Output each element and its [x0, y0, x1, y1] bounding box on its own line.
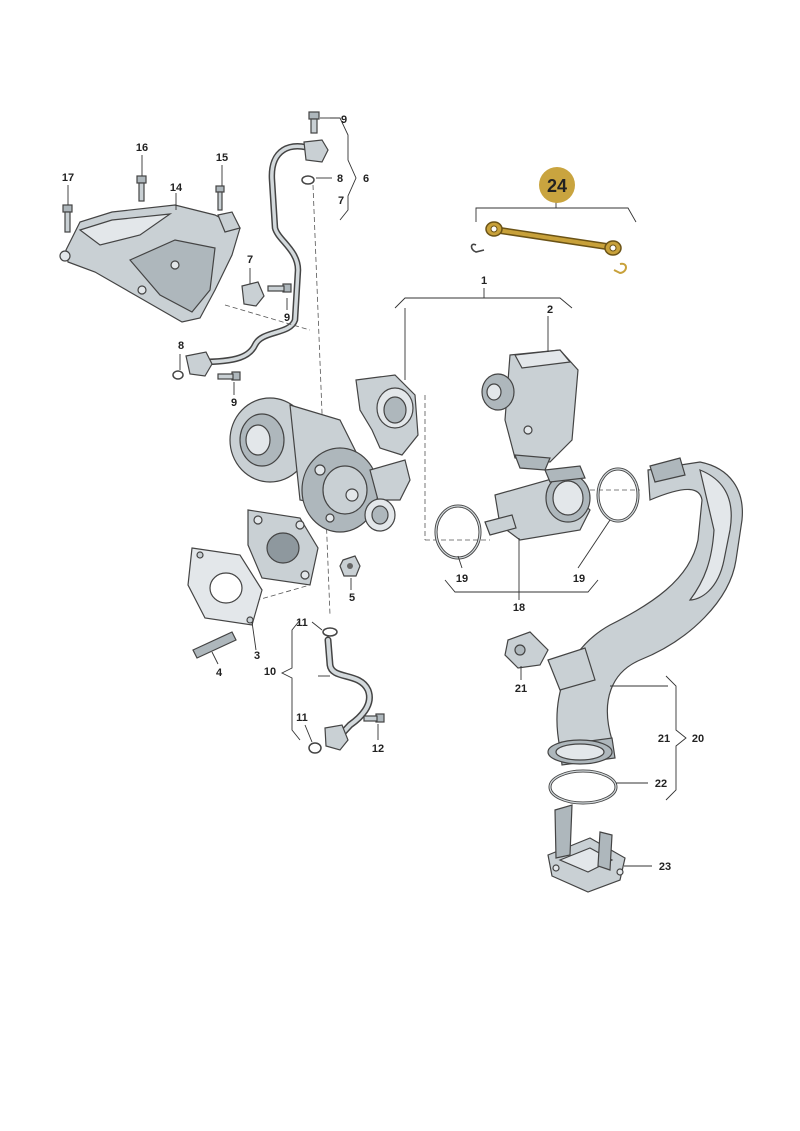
seal-8-top[interactable]: [301, 175, 315, 185]
bolt-15[interactable]: [215, 185, 225, 211]
leader-lines: [67, 117, 687, 867]
label-20: 20: [692, 733, 704, 745]
label-5: 5: [349, 592, 355, 604]
label-21-sensor: 21: [515, 683, 527, 695]
label-11-top: 11: [296, 617, 308, 629]
boost-actuator[interactable]: [481, 349, 579, 471]
heat-shield[interactable]: [59, 204, 241, 323]
label-19-right: 19: [573, 573, 585, 585]
bracket-23[interactable]: [547, 804, 626, 893]
bolt-9-clamp[interactable]: [267, 283, 292, 293]
sensor-21[interactable]: [504, 631, 549, 669]
label-22: 22: [655, 778, 667, 790]
label-16: 16: [136, 142, 148, 154]
label-18: 18: [513, 602, 525, 614]
o-ring-19-right[interactable]: [596, 467, 640, 523]
bolt-16[interactable]: [136, 175, 147, 202]
clamp-7[interactable]: [241, 281, 265, 307]
bolt-17[interactable]: [62, 204, 73, 233]
label-23: 23: [659, 861, 671, 873]
label-2: 2: [547, 304, 553, 316]
nut-5[interactable]: [339, 555, 361, 577]
turbocharger[interactable]: [229, 374, 419, 586]
label-17: 17: [62, 172, 74, 184]
bolt-12[interactable]: [363, 713, 385, 723]
label-7-clamp: 7: [247, 254, 253, 266]
exhaust-gasket[interactable]: [187, 547, 263, 626]
label-14: 14: [170, 182, 183, 194]
label-8-top: 8: [337, 173, 343, 185]
label-3: 3: [254, 650, 260, 662]
bolt-9-top[interactable]: [308, 111, 320, 134]
label-11-bottom: 11: [296, 712, 308, 724]
seal-8-left[interactable]: [172, 370, 184, 380]
connecting-rod-24-highlighted[interactable]: [470, 221, 627, 275]
bolt-9-left[interactable]: [217, 371, 241, 381]
stud-4[interactable]: [192, 631, 237, 659]
label-9-clamp: 9: [284, 312, 290, 324]
label-4: 4: [216, 667, 223, 679]
label-19-left: 19: [456, 573, 468, 585]
highlight-badge-24[interactable]: [539, 167, 575, 203]
seal-11-top[interactable]: [322, 627, 338, 637]
label-10: 10: [264, 666, 276, 678]
label-9-left: 9: [231, 397, 237, 409]
label-15: 15: [216, 152, 228, 164]
seal-11-bottom[interactable]: [308, 742, 322, 754]
label-24: 24: [547, 176, 567, 196]
label-21-hose: 21: [658, 733, 670, 745]
o-ring-22[interactable]: [548, 769, 618, 805]
part-number-labels: 24 1 2 3 4 5 6 7 7 8 8 9 9 9 10 11 11 12…: [62, 114, 704, 873]
label-7-top: 7: [338, 195, 344, 207]
label-8-left: 8: [178, 340, 184, 352]
o-ring-19-left[interactable]: [434, 504, 482, 560]
oil-return-line[interactable]: [324, 636, 373, 751]
intake-hose-20[interactable]: [547, 457, 743, 766]
label-1: 1: [481, 275, 487, 287]
label-6: 6: [363, 173, 369, 185]
label-9-top: 9: [341, 114, 347, 126]
intake-pipe-18[interactable]: [484, 465, 591, 541]
oil-supply-line[interactable]: [185, 139, 329, 377]
label-12: 12: [372, 743, 384, 755]
